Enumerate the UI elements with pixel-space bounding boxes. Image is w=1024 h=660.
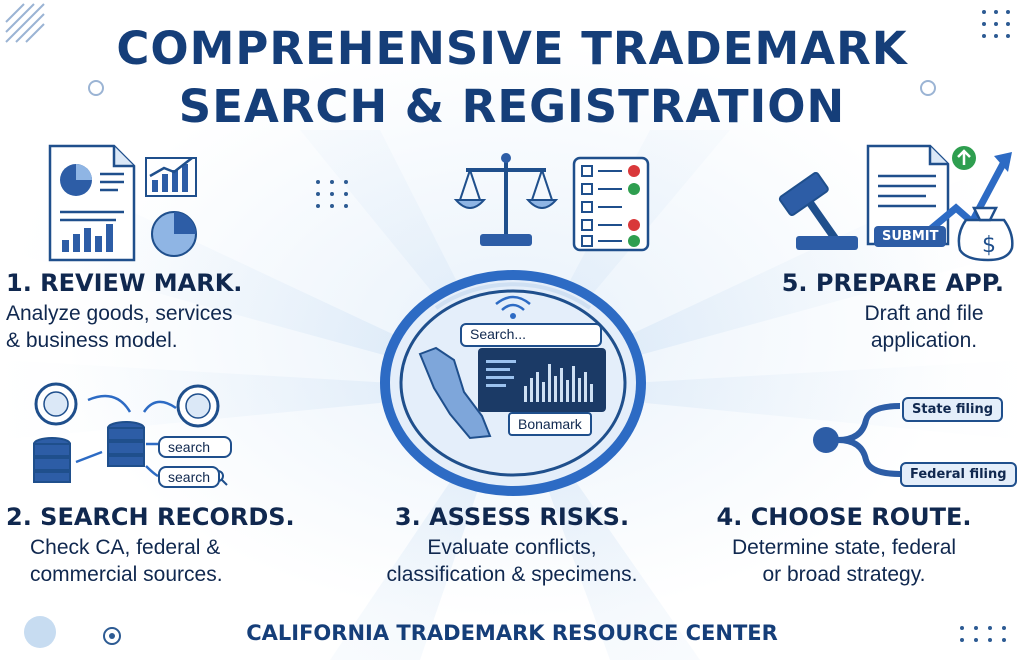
search-box-2: search <box>158 466 220 488</box>
step-review-mark-desc-1: Analyze goods, services <box>6 302 233 325</box>
step-prepare-app-desc-2: application. <box>870 329 978 352</box>
step-prepare-app-heading: 5. PREPARE APP. <box>781 269 1004 297</box>
step-assess-risks-heading: 3. ASSESS RISKS. <box>394 503 630 531</box>
footer-resource-center: CALIFORNIA TRADEMARK RESOURCE CENTER <box>246 621 778 645</box>
hub-search-field: Search... <box>460 323 602 347</box>
hub-brand-tag: Bonamark <box>508 412 592 436</box>
step-review-mark-desc-2: & business model. <box>6 329 178 352</box>
route-state-filing: State filing <box>902 397 1004 422</box>
svg-text:$: $ <box>982 233 996 258</box>
step-assess-risks-desc-1: Evaluate conflicts, <box>427 536 597 559</box>
step-search-records: 2. SEARCH RECORDS. Check CA, federal & c… <box>6 502 346 588</box>
records-database-icon <box>33 382 228 486</box>
title-line-2: SEARCH & REGISTRATION <box>178 80 846 133</box>
search-box-1: search <box>158 436 232 458</box>
step-assess-risks-desc-2: classification & specimens. <box>386 563 638 586</box>
search-hub-icon <box>380 270 646 496</box>
step-choose-route-desc-1: Determine state, federal <box>731 536 957 559</box>
step-choose-route-desc-2: or broad strategy. <box>762 563 926 586</box>
step-assess-risks: 3. ASSESS RISKS. Evaluate conflicts, cla… <box>342 502 682 588</box>
step-prepare-app-desc-1: Draft and file <box>864 302 984 325</box>
route-branch-icon <box>813 403 901 477</box>
step-review-mark: 1. REVIEW MARK. Analyze goods, services … <box>6 268 346 354</box>
title-line-1: COMPREHENSIVE TRADEMARK <box>116 22 908 75</box>
step-choose-route: 4. CHOOSE ROUTE. Determine state, federa… <box>674 502 1014 588</box>
step-search-records-heading: 2. SEARCH RECORDS. <box>6 503 295 531</box>
file-application-icon: $ <box>778 144 1014 262</box>
scales-checklist-icon <box>453 153 650 252</box>
route-federal-filing: Federal filing <box>900 462 1017 487</box>
step-prepare-app: 5. PREPARE APP. Draft and file applicati… <box>674 268 1004 354</box>
step-review-mark-heading: 1. REVIEW MARK. <box>6 269 243 297</box>
document-chart-icon <box>48 144 197 262</box>
step-search-records-desc-1: Check CA, federal & <box>30 536 221 559</box>
step-search-records-desc-2: commercial sources. <box>30 563 223 586</box>
submit-button-illustration: SUBMIT <box>874 226 947 247</box>
step-choose-route-heading: 4. CHOOSE ROUTE. <box>716 503 972 531</box>
